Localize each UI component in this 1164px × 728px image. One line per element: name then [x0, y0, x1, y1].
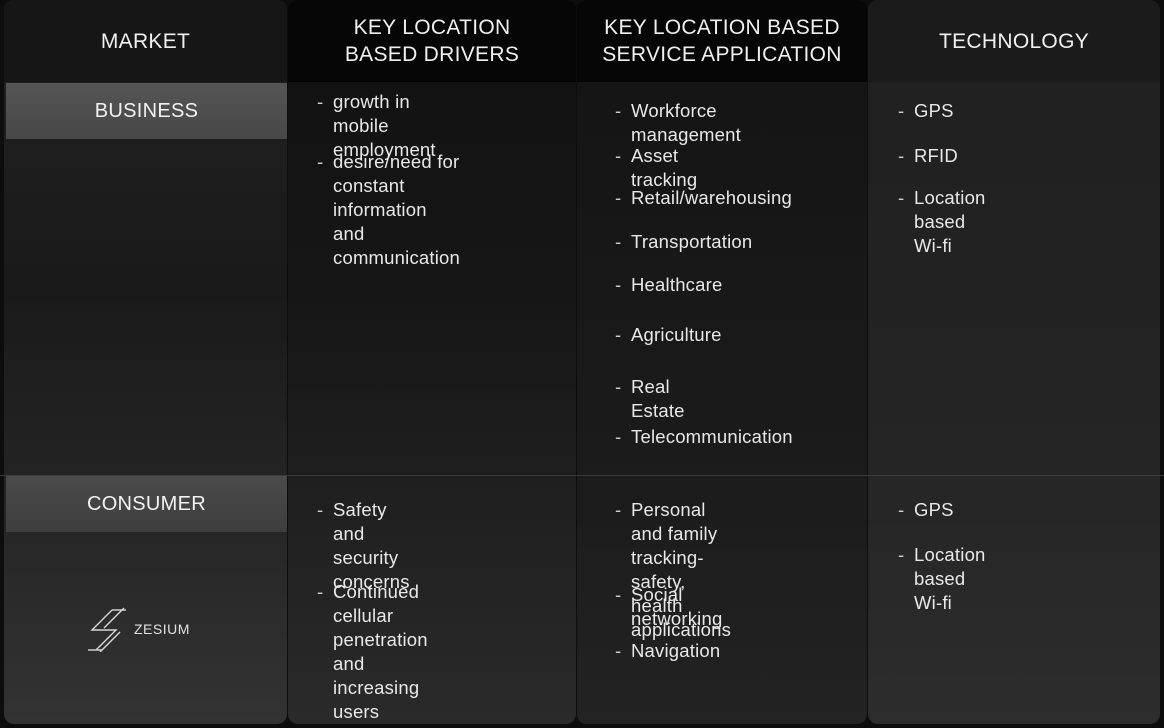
business-label: BUSINESS: [6, 83, 287, 139]
technology-column: TECHNOLOGY GPS RFID Location based Wi-fi…: [868, 0, 1160, 724]
consumer-label: CONSUMER: [6, 476, 287, 532]
list-item: Agriculture: [615, 323, 722, 347]
list-item: Social networking: [615, 583, 722, 631]
apps-column: KEY LOCATION BASED SERVICE APPLICATION W…: [577, 0, 867, 724]
apps-header-text: KEY LOCATION BASED SERVICE APPLICATION: [602, 16, 842, 66]
list-item: desire/need for constant information and…: [317, 150, 460, 270]
drivers-column: KEY LOCATION BASED DRIVERS growth in mob…: [288, 0, 576, 724]
list-item: Retail/warehousing: [615, 186, 792, 210]
zesium-logo: ZESIUM: [86, 606, 190, 652]
list-item: Asset tracking: [615, 144, 697, 192]
row-divider: [0, 475, 1164, 476]
list-item: Continued cellular penetration and incre…: [317, 580, 428, 724]
drivers-header-text: KEY LOCATION BASED DRIVERS: [344, 16, 520, 66]
list-item: Transportation: [615, 230, 752, 254]
market-header: MARKET: [4, 0, 287, 82]
list-item: Workforce management: [615, 99, 741, 147]
list-item: GPS: [898, 498, 954, 522]
list-item: Real Estate: [615, 375, 685, 423]
list-item: Location based Wi-fi: [898, 186, 986, 258]
list-item: Navigation: [615, 639, 720, 663]
zesium-logo-icon: [88, 607, 126, 652]
drivers-header: KEY LOCATION BASED DRIVERS: [288, 0, 576, 82]
list-item: Healthcare: [615, 273, 722, 297]
apps-header: KEY LOCATION BASED SERVICE APPLICATION: [577, 0, 867, 82]
list-item: RFID: [898, 144, 958, 168]
technology-header: TECHNOLOGY: [868, 0, 1160, 82]
list-item: Telecommunication: [615, 425, 793, 449]
list-item: Location based Wi-fi: [898, 543, 986, 615]
market-column: MARKET BUSINESS CONSUMER ZESIUM: [4, 0, 287, 724]
list-item: GPS: [898, 99, 954, 123]
logo-text: ZESIUM: [134, 621, 190, 637]
